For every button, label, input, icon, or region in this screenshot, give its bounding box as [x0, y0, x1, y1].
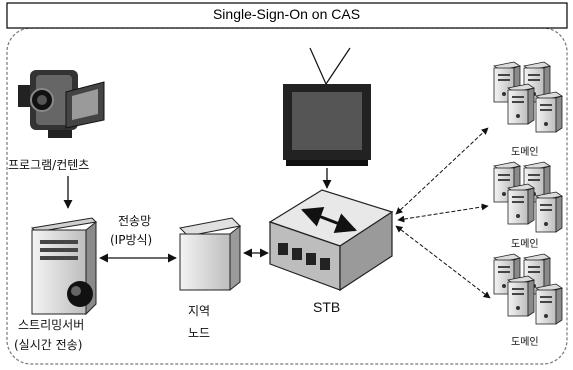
label-domain-bottom: 도메인	[511, 336, 539, 350]
server-cluster-icon	[494, 62, 562, 132]
label-regional-node: 지역	[188, 304, 210, 318]
label-streaming-server: 스트리밍서버	[18, 318, 84, 332]
television-icon	[283, 48, 371, 166]
server-cluster-icon	[494, 254, 562, 324]
label-stb: STB	[313, 300, 340, 314]
label-regional-node-2: 노드	[188, 326, 210, 340]
set-top-box-icon	[270, 190, 392, 290]
diagram-title: Single-Sign-On on CAS	[0, 6, 573, 22]
streaming-server-icon	[32, 218, 96, 314]
server-cluster-icon	[494, 162, 562, 232]
video-camera-icon	[18, 70, 104, 138]
arrow-stb-domain-middle	[398, 206, 488, 220]
label-transmission-network-ip: (IP방식)	[110, 233, 152, 247]
label-streaming-server-realtime: (실시간 전송)	[14, 338, 82, 352]
label-domain-top: 도메인	[511, 146, 539, 160]
label-domain-middle: 도메인	[511, 238, 539, 252]
label-program-content: 프로그램/컨텐츠	[8, 158, 89, 172]
arrow-stb-domain-top	[396, 128, 488, 214]
arrow-stb-domain-bottom	[396, 226, 490, 298]
outer-frame	[7, 28, 567, 364]
label-transmission-network: 전송망	[118, 214, 151, 228]
regional-node-icon	[180, 218, 240, 290]
